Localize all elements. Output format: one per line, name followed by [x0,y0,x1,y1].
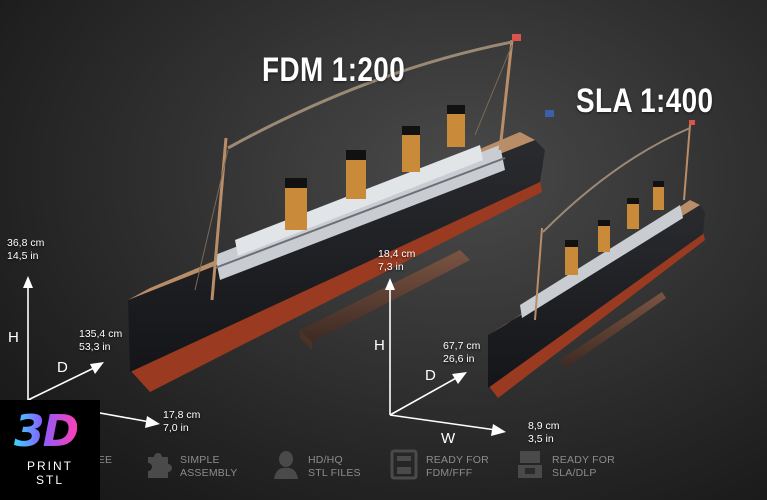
sla-rigging [542,127,691,233]
sla-printer-icon [516,447,544,481]
sla-axis-h: H [374,337,385,354]
sla-dimension-arrows [385,278,506,436]
bust-icon [272,447,300,481]
sla-width-label: 8,9 cm 3,5 in [528,420,560,446]
puzzle-icon [144,447,172,481]
sla-depth-label: 67,7 cm 26,6 in [443,340,480,366]
fdm-scale-title: FDM 1:200 [262,51,406,89]
fdm-height-cm: 36,8 cm [7,237,45,249]
fdm-hull-red [130,180,542,392]
sla-superstructure [520,205,683,318]
fdm-depth-cm: 135,4 cm [79,328,123,340]
sla-stand [560,292,666,368]
feature-fdm-ready-label: READY FOR FDM/FFF [426,454,489,479]
sla-hull-red [488,232,705,398]
fdm-width-label: 17,8 cm 7,0 in [163,409,200,435]
feature-sla-ready-label: READY FOR SLA/DLP [552,454,615,479]
feature-fdm-ready: READY FOR FDM/FFF [390,447,489,481]
sla-hull [488,205,705,388]
sla-width-in: 3,5 in [528,433,554,445]
fdm-flag [512,34,521,41]
fdm-ship-model [128,34,554,392]
sla-ship-model [488,120,705,398]
fdm-depth-in: 53,3 in [79,341,111,353]
sla-depth-cm: 67,7 cm [443,340,481,352]
sla-height-cm: 18,4 cm [378,248,416,260]
sla-height-in: 7,3 in [378,261,404,273]
fdm-height-label: 36,8 cm 14,5 in [7,237,44,263]
sla-height-label: 18,4 cm 7,3 in [378,248,415,274]
feature-sla-ready: READY FOR SLA/DLP [516,447,615,481]
fdm-width-in: 7,0 in [163,422,189,434]
feature-simple-assembly-label: SIMPLE ASSEMBLY [180,454,238,479]
logo-print-text: PRINT [27,459,73,473]
brand-logo: 3D PRINT STL [0,400,100,500]
sla-scale-title: SLA 1:400 [576,82,714,120]
fdm-funnels [285,105,465,230]
fdm-height-in: 14,5 in [7,250,39,262]
fdm-hull [128,140,545,372]
sla-depth-in: 26,6 in [443,353,475,365]
fdm-width-cm: 17,8 cm [163,409,201,421]
fdm-rigging [227,40,513,150]
feature-hd-stl-label: HD/HQ STL FILES [308,454,361,479]
sla-axis-d: D [425,367,436,384]
feature-simple-assembly: SIMPLE ASSEMBLY [144,447,237,481]
sla-funnels [565,181,664,275]
fdm-axis-h: H [8,329,19,346]
fdm-axis-d: D [57,359,68,376]
sla-axis-w: W [441,430,456,447]
sla-width-cm: 8,9 cm [528,420,560,432]
fdm-stand [300,250,470,342]
logo-3d-mark: 3D [14,406,79,457]
fdm-printer-icon [390,447,418,481]
logo-stl-text: STL [35,473,64,487]
feature-hd-stl: HD/HQ STL FILES [272,447,361,481]
fdm-depth-label: 135,4 cm 53,3 in [79,328,122,354]
